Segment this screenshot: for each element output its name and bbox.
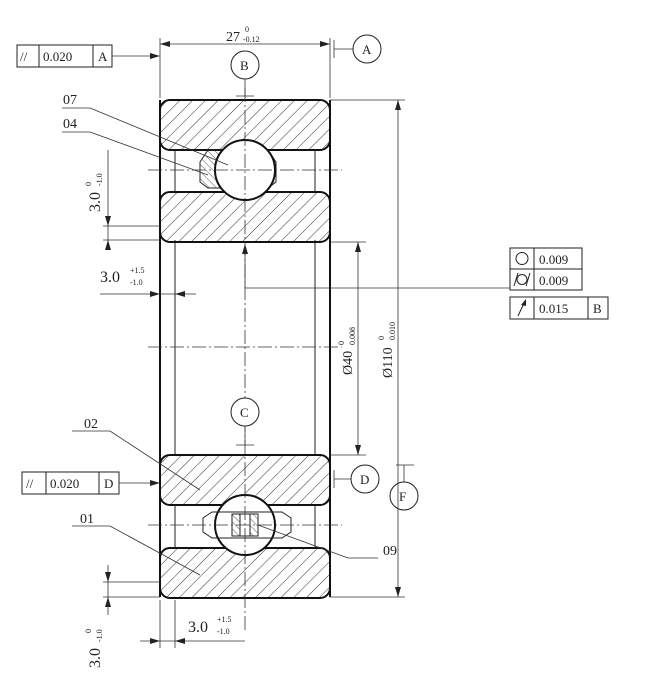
- bore-nominal: Ø40: [341, 351, 356, 375]
- datum-c: C: [230, 397, 260, 446]
- dim-bore: Ø40 0 0.008: [330, 241, 366, 456]
- tol-r3-datum: B: [593, 301, 602, 316]
- tol-r1-value: 0.009: [539, 252, 568, 267]
- tolerance-frame-right: 0.009 0.009 0.015 B: [242, 244, 609, 320]
- tol-tl-datum: A: [98, 49, 108, 64]
- chamfer2-lower: -1.0: [130, 278, 143, 287]
- tol-tl-value: 0.020: [43, 49, 72, 64]
- datum-f-label: F: [399, 489, 406, 504]
- chamfer4-nom: 3.0: [188, 619, 208, 636]
- runout-icon: [517, 299, 526, 317]
- od-nominal: Ø110: [381, 347, 396, 378]
- tol-r3-value: 0.015: [539, 301, 568, 316]
- tol-tl-symbol: //: [20, 49, 28, 64]
- od-lower: 0.010: [388, 322, 397, 340]
- leader-02: 02: [72, 417, 201, 491]
- datum-d: D: [333, 464, 380, 494]
- datum-a: A: [333, 34, 382, 64]
- dim-chamfer-bottom: 3.0 +1.5 -1.0: [140, 600, 245, 648]
- width-upper: 0: [245, 25, 249, 34]
- centerlines: [148, 88, 342, 630]
- datum-b-label: B: [240, 58, 249, 73]
- chamfer3-upper: 0: [84, 629, 93, 633]
- od-upper: 0: [377, 336, 386, 340]
- chamfer4-lower: -1.0: [217, 627, 230, 636]
- leader-01: 01: [72, 512, 201, 576]
- chamfer-lower: -1.0: [95, 173, 104, 186]
- width-lower: -0.12: [243, 35, 260, 44]
- chamfer-nom: 3.0: [87, 192, 104, 212]
- datum-f: F: [389, 464, 419, 511]
- part-02: 02: [84, 417, 98, 432]
- dim-chamfer-mid-left: 3.0 +1.5 -1.0: [100, 266, 196, 297]
- tolerance-frame-top-left: // 0.020 A: [16, 44, 160, 68]
- part-09: 09: [383, 544, 397, 559]
- bore-upper: 0: [337, 341, 346, 345]
- dim-chamfer-bottom-left: 3.0 0 -1.0: [84, 565, 160, 668]
- dim-width: 27 0 -0.12: [159, 25, 331, 98]
- chamfer2-nom: 3.0: [100, 269, 120, 286]
- chamfer2-upper: +1.5: [130, 266, 145, 275]
- chamfer3-lower: -1.0: [95, 629, 104, 642]
- tolerance-frame-mid-left: // 0.020 D: [21, 471, 160, 495]
- cage-bottom: [202, 511, 292, 539]
- leader-04: 04: [62, 117, 209, 176]
- circularity-icon: [515, 252, 529, 265]
- leader-09: 09: [257, 524, 397, 559]
- datum-b: B: [230, 50, 260, 97]
- datum-d-label: D: [360, 472, 369, 487]
- bore-lower: 0.008: [348, 327, 357, 345]
- chamfer4-upper: +1.5: [217, 615, 232, 624]
- datum-c-label: C: [240, 405, 249, 420]
- chamfer-upper: 0: [84, 182, 93, 186]
- part-04: 04: [63, 117, 77, 132]
- tol-r2-value: 0.009: [539, 273, 568, 288]
- cylindricity-icon: [513, 272, 531, 287]
- width-nominal: 27: [226, 30, 240, 45]
- dim-chamfer-top-left: 3.0 0 -1.0: [84, 150, 160, 250]
- chamfer3-nom: 3.0: [87, 648, 104, 668]
- tol-ml-symbol: //: [26, 476, 34, 491]
- leader-07: 07: [62, 93, 229, 166]
- tol-ml-datum: D: [104, 476, 113, 491]
- part-01: 01: [80, 512, 94, 527]
- tol-ml-value: 0.020: [50, 476, 79, 491]
- dim-od: Ø110 0 0.010: [330, 99, 405, 598]
- datum-a-label: A: [362, 42, 372, 57]
- part-07: 07: [63, 93, 77, 108]
